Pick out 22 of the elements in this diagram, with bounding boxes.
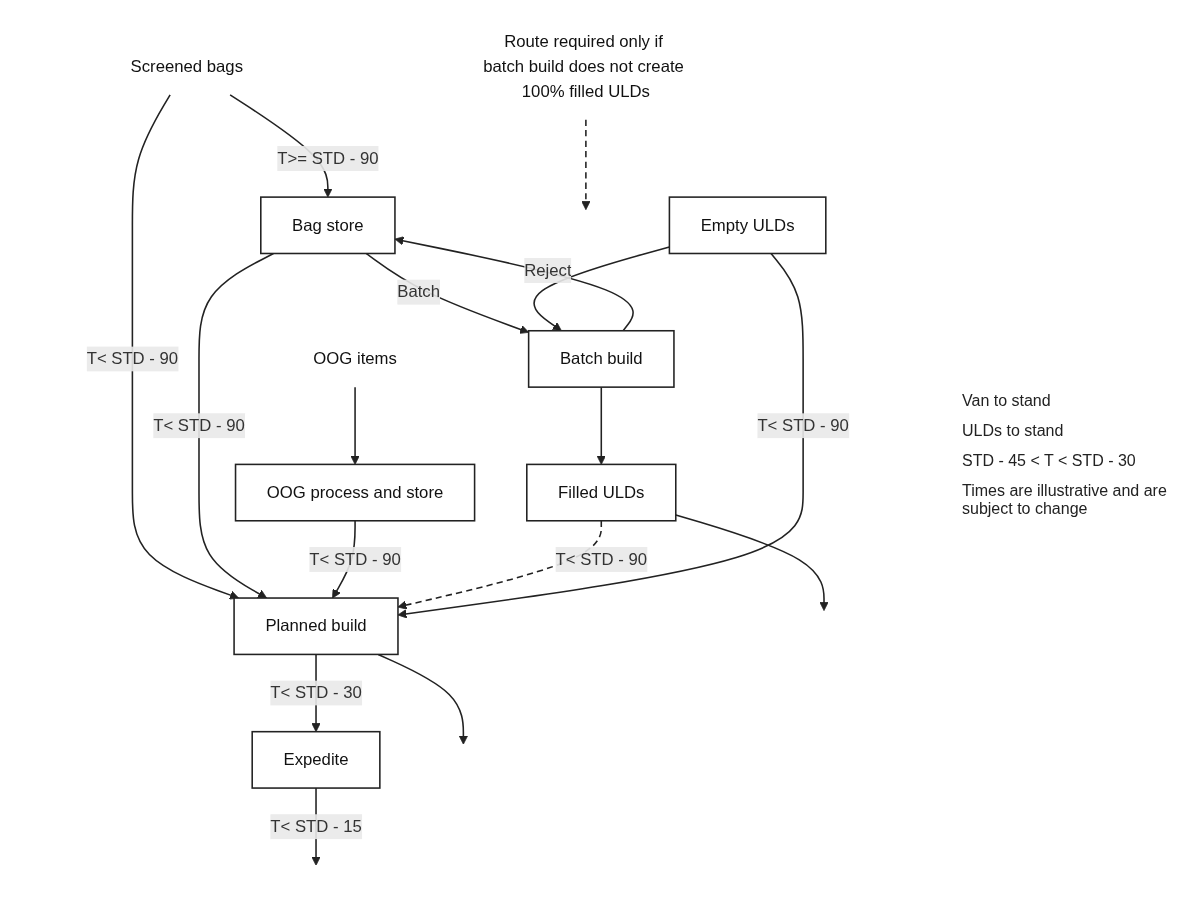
arrow <box>350 386 360 465</box>
process-box: Bag store <box>260 196 396 255</box>
arrow <box>377 653 468 745</box>
text-label: Screened bags <box>130 57 243 75</box>
arrow <box>397 252 804 619</box>
note-text: ULDs to stand <box>962 422 1065 440</box>
note-text: Times are illustrative and are subject to change <box>962 482 1168 518</box>
text-label: OOG items <box>313 349 397 368</box>
process-box: Batch build <box>527 329 675 388</box>
leader-line <box>581 119 591 211</box>
text-label: Route required only if batch build does not create 100% filled ULDs <box>483 32 684 100</box>
process-box: Filled ULDs <box>526 463 677 522</box>
process-box: Planned build <box>233 597 399 656</box>
arrow <box>131 94 239 600</box>
process-box: Empty ULDs <box>668 196 827 255</box>
process-box: Expedite <box>251 730 381 789</box>
arrow <box>198 252 275 599</box>
note-text: Van to stand <box>962 392 1052 410</box>
process-box: OOG process and store <box>234 463 476 522</box>
arrow <box>675 514 829 611</box>
note-text: STD - 45 < T < STD - 30 <box>962 452 1137 470</box>
arrow <box>596 386 606 465</box>
